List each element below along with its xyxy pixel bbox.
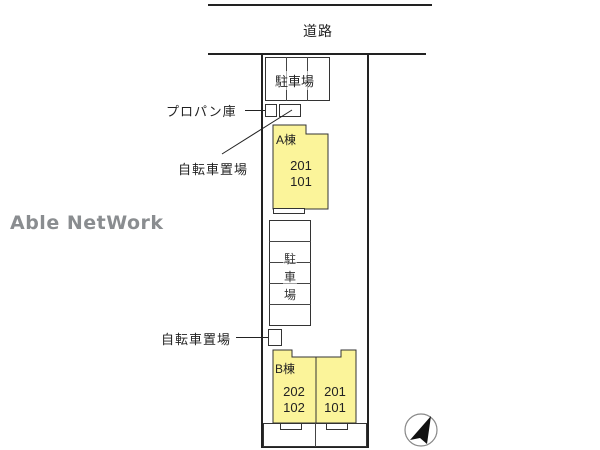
building-b-left-entrance [280,423,302,430]
bicycle-leader-line-bottom [236,337,268,338]
propane-leader-line [245,110,265,111]
building-a-unit-lower: 101 [290,174,312,189]
propane-storage-box [265,104,277,117]
parking-middle-char-3: 場 [283,286,297,304]
building-a-entrance [273,208,305,214]
road-bottom-line [208,53,426,55]
parking-middle-char-1: 駐 [283,250,297,268]
parking-top-label: 駐車場 [275,71,315,90]
building-b-name: B棟 [275,362,296,376]
building-b-left-lower: 102 [283,400,305,415]
bicycle-leader-line-top [221,109,293,155]
building-b-right-entrance [326,423,348,430]
building-a-name: A棟 [276,133,297,147]
propane-storage-label: プロパン庫 [166,105,237,120]
site-right-boundary [367,53,369,448]
bicycle-parking-top-box [279,104,301,117]
road-label: 道路 [303,24,333,40]
building-a-unit-upper: 201 [290,158,312,173]
bicycle-parking-bottom-label: 自転車置場 [161,333,232,348]
building-b-right-lower: 101 [324,400,346,415]
building-b-right-upper: 201 [324,384,346,399]
watermark: Able NetWork [10,212,164,234]
bicycle-parking-bottom-box [268,329,282,346]
parking-middle-char-2: 車 [283,268,297,286]
north-arrow-icon [404,413,438,447]
bicycle-parking-top-label: 自転車置場 [178,163,249,178]
site-bottom-boundary [261,446,369,448]
road-top-line [208,4,432,6]
site-left-boundary [261,53,263,448]
building-b-left-upper: 202 [283,384,305,399]
